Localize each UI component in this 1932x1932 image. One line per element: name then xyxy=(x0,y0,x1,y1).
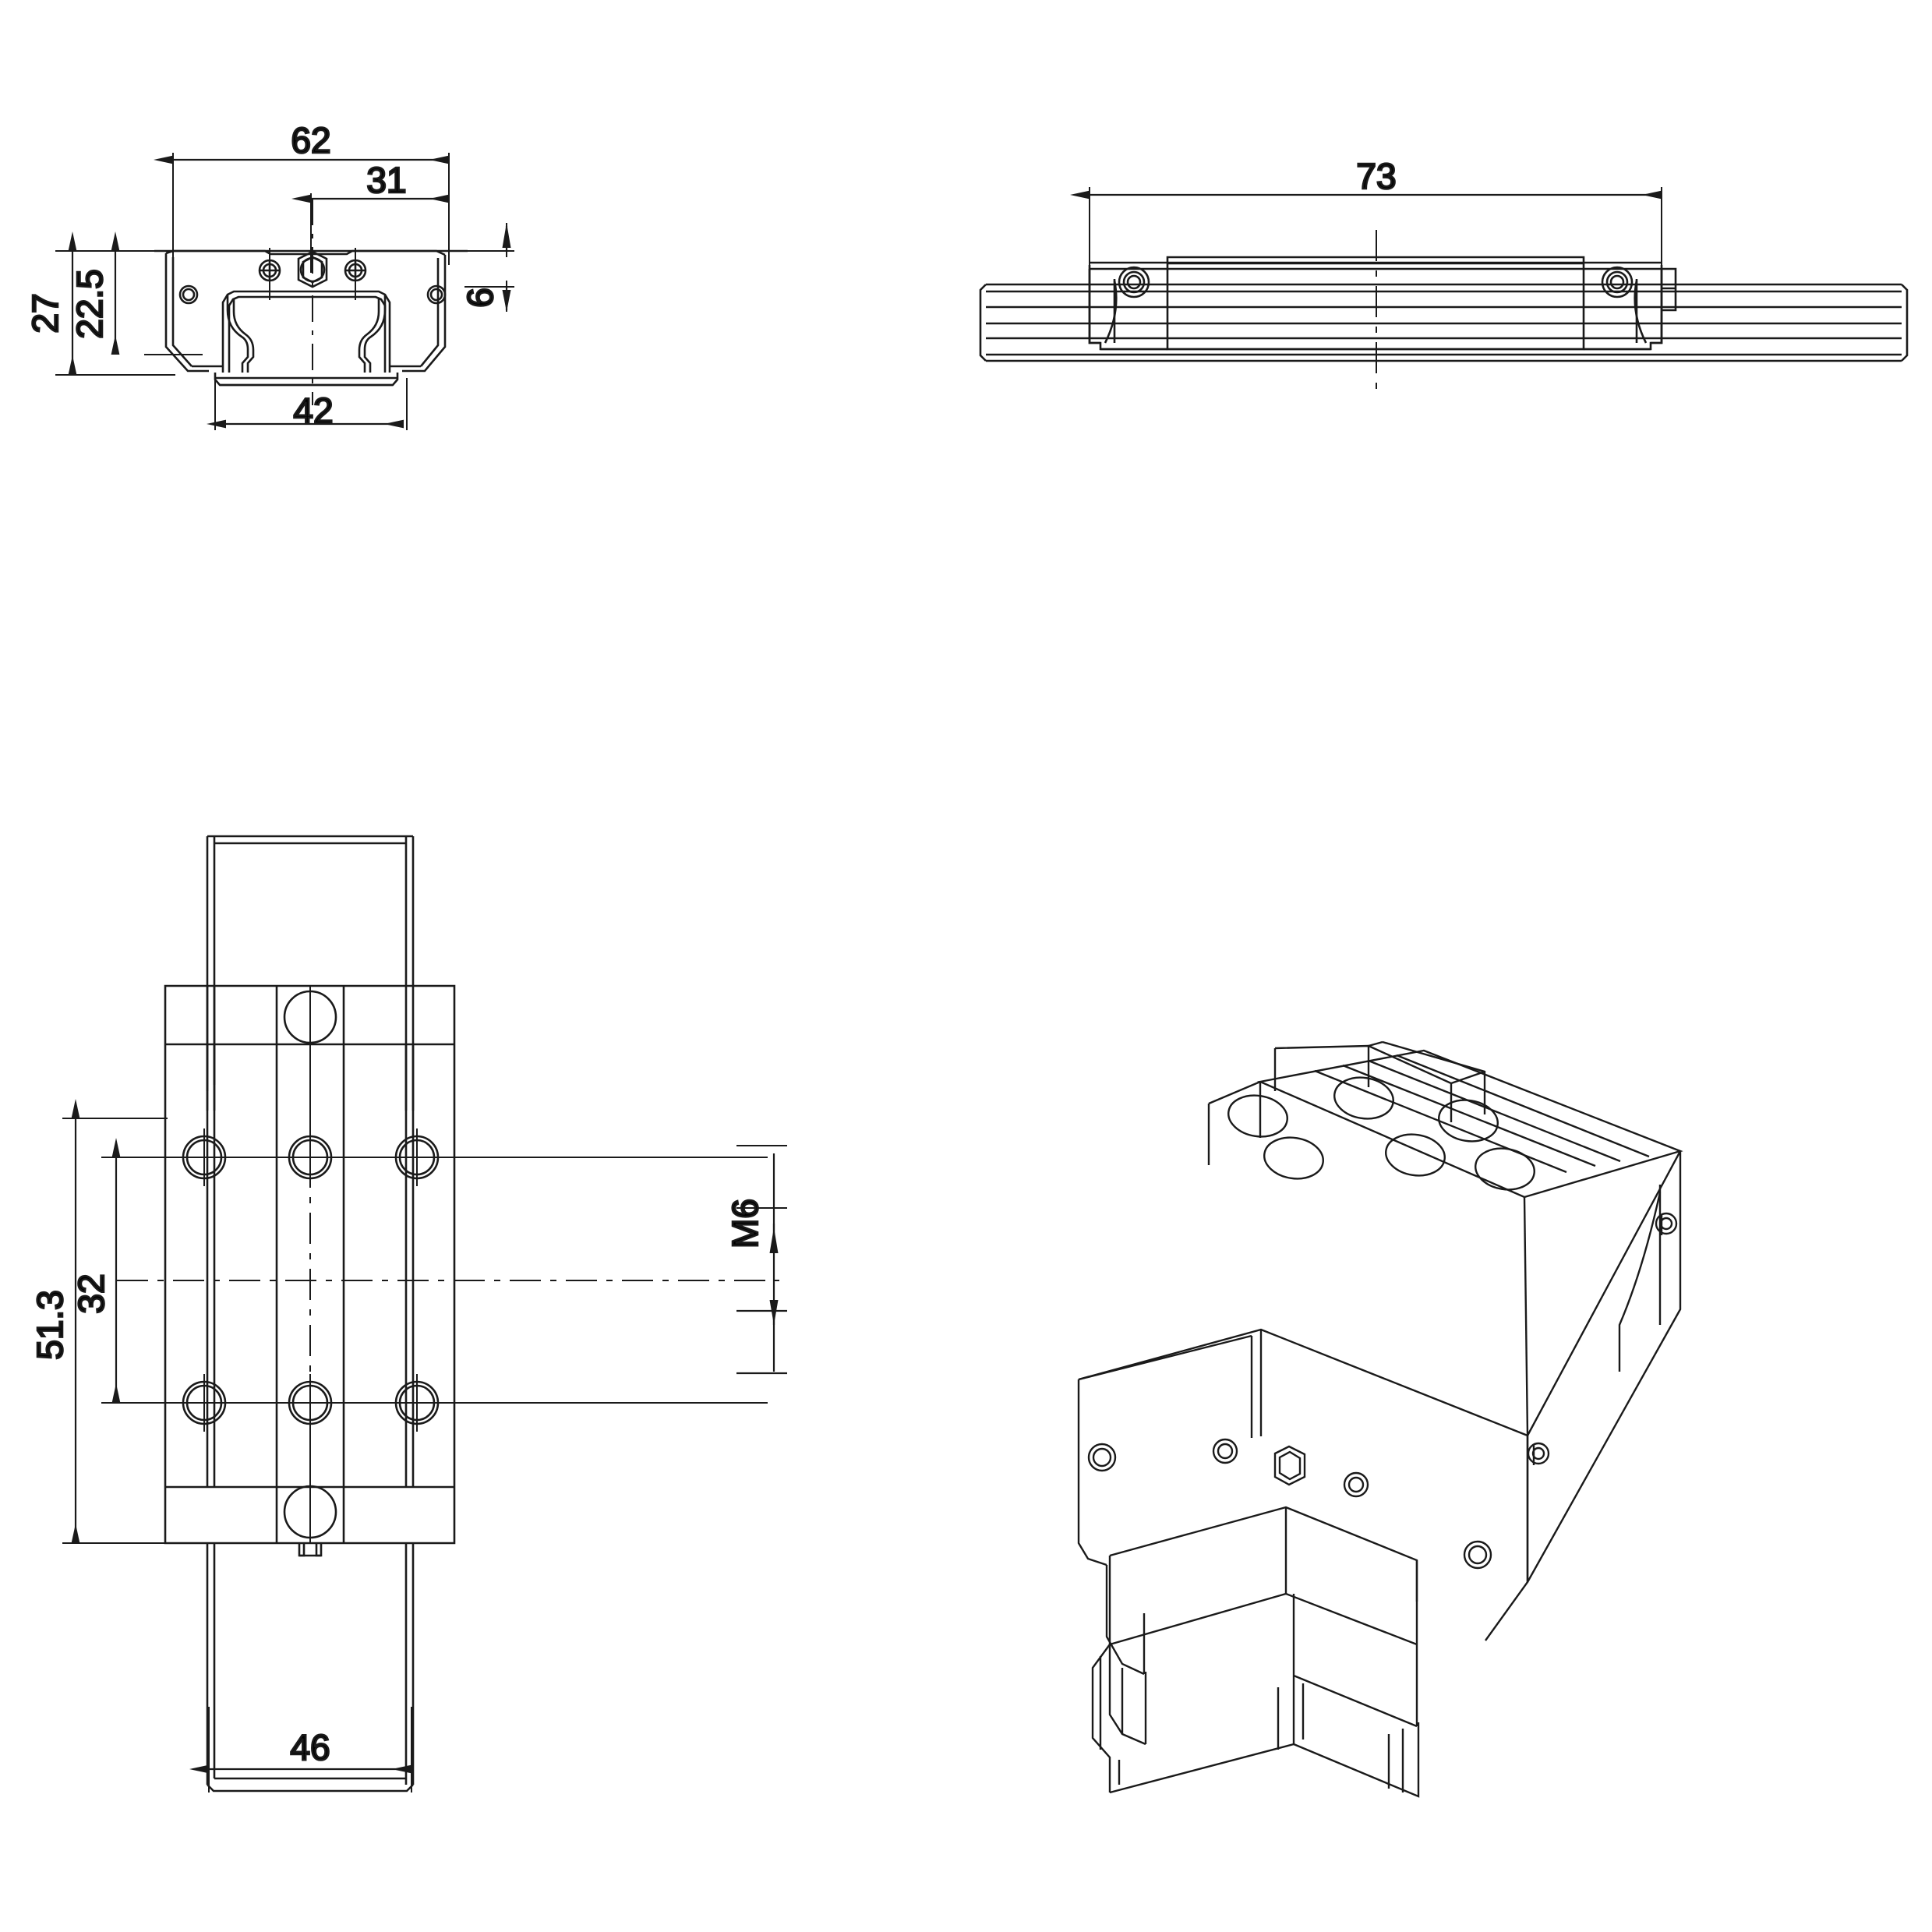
dim-62: 62 xyxy=(291,120,330,161)
dim-M6: M6 xyxy=(725,1199,765,1249)
dim-32: 32 xyxy=(71,1273,111,1313)
iso-rail-front xyxy=(1091,1506,1420,1798)
dim-46: 46 xyxy=(290,1727,330,1768)
plan-centerlines xyxy=(117,1044,779,1487)
plan-hole-centerlines xyxy=(165,986,768,1543)
dim-73: 73 xyxy=(1356,156,1396,196)
iso-top-holes xyxy=(1227,1076,1535,1191)
plan-extension-lines xyxy=(62,1118,787,1792)
iso-carriage-top-strip xyxy=(1207,1080,1262,1165)
side-view: 73 xyxy=(979,155,1909,397)
plan-view: 51.3 32 M6 46 xyxy=(29,835,787,1792)
plan-carriage-plate xyxy=(164,984,456,1557)
dim-51p3: 51.3 xyxy=(30,1290,70,1360)
dim-31: 31 xyxy=(366,160,406,200)
front-carriage-body xyxy=(154,249,468,387)
side-extension-lines xyxy=(1089,187,1662,265)
dim-42: 42 xyxy=(293,390,333,431)
dim-22p5: 22.5 xyxy=(69,269,110,339)
side-rail xyxy=(979,283,1909,362)
front-screw-centerlines xyxy=(269,248,356,300)
front-dimension-lines xyxy=(68,155,511,429)
dim-6: 6 xyxy=(460,288,500,308)
iso-right-face xyxy=(1523,1150,1682,1583)
isometric-view xyxy=(1077,1040,1683,1798)
plan-dimension-lines xyxy=(71,1099,787,1774)
front-view: 62 31 27 22.5 6 42 xyxy=(24,119,514,432)
dim-27: 27 xyxy=(25,293,65,333)
iso-front-face xyxy=(1077,1328,1529,1676)
iso-carriage-top xyxy=(1256,1049,1683,1199)
side-carriage-body xyxy=(1088,256,1677,351)
